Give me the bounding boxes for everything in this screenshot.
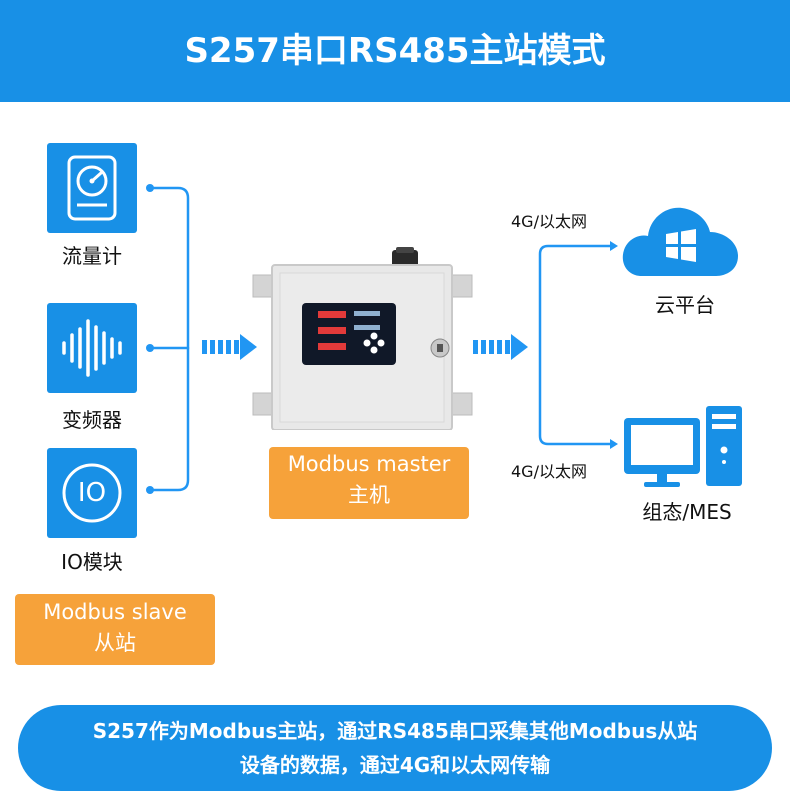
- s257-device-image: [252, 247, 473, 430]
- cloud-icon: [622, 207, 738, 276]
- footer-description: S257作为Modbus主站，通过RS485串口采集其他Modbus从站 设备的…: [18, 705, 772, 791]
- connector-dot: [146, 486, 154, 494]
- footer-line1: S257作为Modbus主站，通过RS485串口采集其他Modbus从站: [92, 719, 698, 743]
- device-label-flowmeter: 流量计: [62, 244, 122, 268]
- page-title: S257串口RS485主站模式: [184, 31, 606, 71]
- arrow-head-icon: [610, 241, 618, 251]
- inverter-tile: [47, 303, 137, 393]
- flowmeter-icon: [67, 155, 117, 221]
- dashed-arrow-right-icon: [473, 334, 528, 360]
- computer-icon: [624, 406, 742, 487]
- connector-dot: [146, 344, 154, 352]
- device-label-inverter: 变频器: [62, 408, 122, 432]
- footer-line2: 设备的数据，通过4G和以太网传输: [239, 753, 551, 777]
- io-icon: [62, 463, 122, 523]
- arrow-head-icon: [610, 439, 618, 449]
- connector-dot: [146, 184, 154, 192]
- target-label-mes: 组态/MES: [642, 500, 732, 524]
- slave-label-line1: Modbus slave: [43, 600, 187, 624]
- slave-label-line2: 从站: [94, 631, 136, 655]
- connection-label-cloud: 4G/以太网: [511, 212, 587, 231]
- slave-label-box: Modbus slave 从站: [15, 594, 215, 665]
- flowmeter-tile: [47, 143, 137, 233]
- dashed-arrow-left-icon: [202, 334, 257, 360]
- master-label-line1: Modbus master: [287, 452, 451, 476]
- connection-label-mes: 4G/以太网: [511, 462, 587, 481]
- uplink-bus-line: [538, 244, 612, 446]
- io-icon-text: IO: [77, 478, 107, 508]
- slave-bus-line: [148, 186, 190, 492]
- master-label-line2: 主机: [348, 483, 390, 507]
- io-module-tile: IO: [47, 448, 137, 538]
- master-label-box: Modbus master 主机: [269, 447, 469, 519]
- target-label-cloud: 云平台: [655, 293, 715, 317]
- sound-wave-icon: [62, 319, 122, 377]
- header-banner: [0, 0, 790, 102]
- windows-logo-icon: [666, 229, 696, 262]
- device-label-io-module: IO模块: [61, 550, 123, 574]
